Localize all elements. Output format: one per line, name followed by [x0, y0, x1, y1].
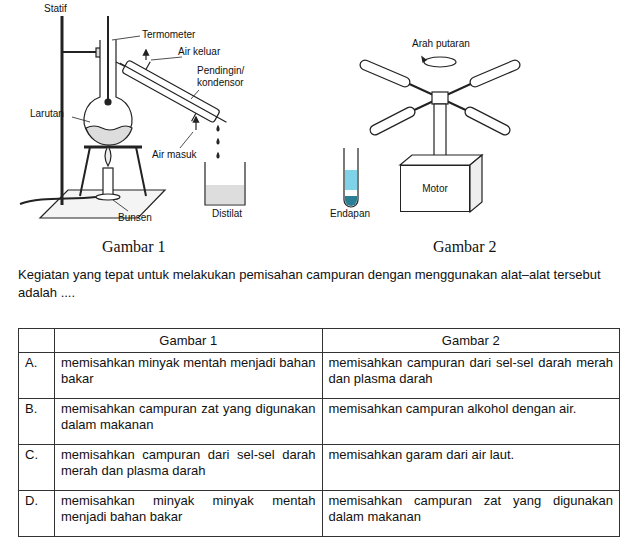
drawing-stroke — [145, 50, 146, 60]
part-label: Air masuk — [152, 149, 196, 161]
cell-text: memisahkan minyak minyak mentah menjadi … — [61, 493, 316, 524]
drawing-stroke — [192, 113, 196, 121]
part-label: Air keluar — [178, 46, 220, 58]
drawing-stroke — [365, 65, 405, 82]
table-cell: Gambar 2 — [322, 329, 619, 353]
drawing-stroke — [180, 132, 193, 148]
table-cell: memisahkan campuran alkohol dengan air. — [322, 399, 619, 445]
part-label: Arah putaran — [412, 38, 470, 50]
drawing-stroke — [80, 147, 90, 196]
drawing-stroke — [146, 62, 150, 70]
cell-text: memisahkan garam dari air laut. — [329, 447, 515, 462]
part-label: Distilat — [212, 208, 242, 220]
node-text: Motor — [422, 183, 448, 194]
table-cell: memisahkan minyak mentah menjadi bahan b… — [54, 353, 322, 399]
centrifuge — [344, 57, 515, 212]
table-cell: C. — [19, 445, 55, 491]
part-label: Bunsen — [118, 212, 152, 224]
drawing-stroke — [86, 126, 132, 145]
answer-table: Gambar 1 Gambar 2 A. memisahkan minyak ment… — [18, 328, 620, 537]
part-label: Pendingin/ kondensor — [197, 65, 259, 88]
table-cell — [19, 329, 55, 353]
drawing-stroke — [424, 57, 456, 67]
drawing-stroke — [470, 112, 505, 130]
option-letter: A. — [25, 355, 37, 370]
cell-text: memisahkan campuran zat yang digunakan d… — [61, 401, 316, 432]
drawing-stroke — [112, 36, 140, 40]
part-label: Termometer — [142, 29, 195, 41]
cell-text: memisahkan campuran zat yang digunakan d… — [329, 493, 613, 524]
drawing-stroke — [20, 197, 96, 204]
drawing-stroke — [470, 155, 482, 212]
table-row: A. memisahkan minyak mentah menjadi bahan… — [19, 353, 620, 399]
drawing-stroke — [105, 146, 111, 166]
drawing-stroke — [103, 168, 113, 196]
drawing-stroke — [151, 57, 182, 60]
drawing-stroke — [217, 153, 219, 158]
table-cell: memisahkan campuran dari sel-sel darah m… — [54, 445, 322, 491]
table-row: D. memisahkan minyak minyak mentah menjad… — [19, 491, 620, 537]
drawing-stroke — [432, 92, 448, 104]
leader-lines — [72, 36, 199, 211]
drawing-stroke — [113, 200, 128, 211]
table-cell: memisahkan campuran dari sel-sel darah m… — [322, 353, 619, 399]
drawing-stroke — [434, 104, 446, 156]
question-text: Kegiatan yang tepat untuk melakukan pemi… — [18, 266, 616, 302]
drawing-stroke — [191, 90, 199, 99]
drawing-stroke — [422, 57, 426, 62]
drawing-stroke — [344, 148, 358, 207]
drawing-stroke — [475, 65, 515, 82]
table-cell: memisahkan campuran zat yang digunakan d… — [322, 491, 619, 537]
option-letter: C. — [25, 447, 38, 462]
figure-caption: Gambar 1 — [102, 238, 166, 256]
table-row: B. memisahkan campuran zat yang digunakan… — [19, 399, 620, 445]
table-row: C. memisahkan campuran dari sel-sel darah… — [19, 445, 620, 491]
table-cell: D. — [19, 491, 55, 537]
distillation-apparatus — [20, 16, 245, 218]
table-cell: memisahkan campuran zat yang digunakan d… — [54, 399, 322, 445]
cell-text: memisahkan campuran dari sel-sel darah m… — [61, 447, 316, 478]
option-letter: B. — [25, 401, 37, 416]
drawing-stroke — [84, 146, 142, 149]
drawing-stroke — [107, 16, 109, 100]
part-label: Larutan — [30, 108, 64, 120]
drawing-stroke — [470, 112, 505, 130]
part-label: Statif — [44, 3, 67, 15]
figure-caption: Gambar 2 — [433, 238, 497, 256]
table-cell: A. — [19, 353, 55, 399]
option-letter: D. — [25, 493, 38, 508]
table-cell: memisahkan garam dari air laut. — [322, 445, 619, 491]
drawing-stroke — [217, 139, 219, 144]
drawing-stroke — [96, 194, 120, 200]
drawing-stroke — [112, 49, 234, 136]
drawing-stroke — [205, 162, 245, 205]
cell-text: memisahkan campuran dari sel-sel darah m… — [329, 355, 613, 386]
table-cell: memisahkan minyak minyak mentah menjadi … — [54, 491, 322, 537]
drawing-stroke — [136, 147, 146, 196]
drawing-stroke — [345, 196, 357, 206]
part-label: Endapan — [330, 208, 370, 220]
drawing-stroke — [217, 126, 219, 131]
cell-text: memisahkan minyak mentah menjadi bahan b… — [61, 355, 316, 386]
column-header: Gambar 1 — [159, 333, 217, 348]
drawing-stroke — [475, 65, 515, 82]
drawing-stroke — [105, 99, 111, 105]
table-row: Gambar 1 Gambar 2 — [19, 329, 620, 353]
drawing-stroke — [365, 65, 405, 82]
drawing-stroke — [375, 112, 410, 130]
drawing-stroke — [345, 170, 357, 190]
drawing-stroke — [72, 117, 90, 122]
cell-text: memisahkan campuran alkohol dengan air. — [329, 401, 577, 416]
column-header: Gambar 2 — [442, 333, 500, 348]
motor-box: Motor — [400, 165, 470, 212]
drawing-stroke — [62, 51, 101, 53]
drawing-stroke — [206, 185, 244, 204]
drawing-stroke — [375, 112, 410, 130]
table-cell: B. — [19, 399, 55, 445]
drawing-stroke — [195, 117, 196, 130]
drawing-stroke — [400, 155, 482, 165]
table-cell: Gambar 1 — [54, 329, 322, 353]
